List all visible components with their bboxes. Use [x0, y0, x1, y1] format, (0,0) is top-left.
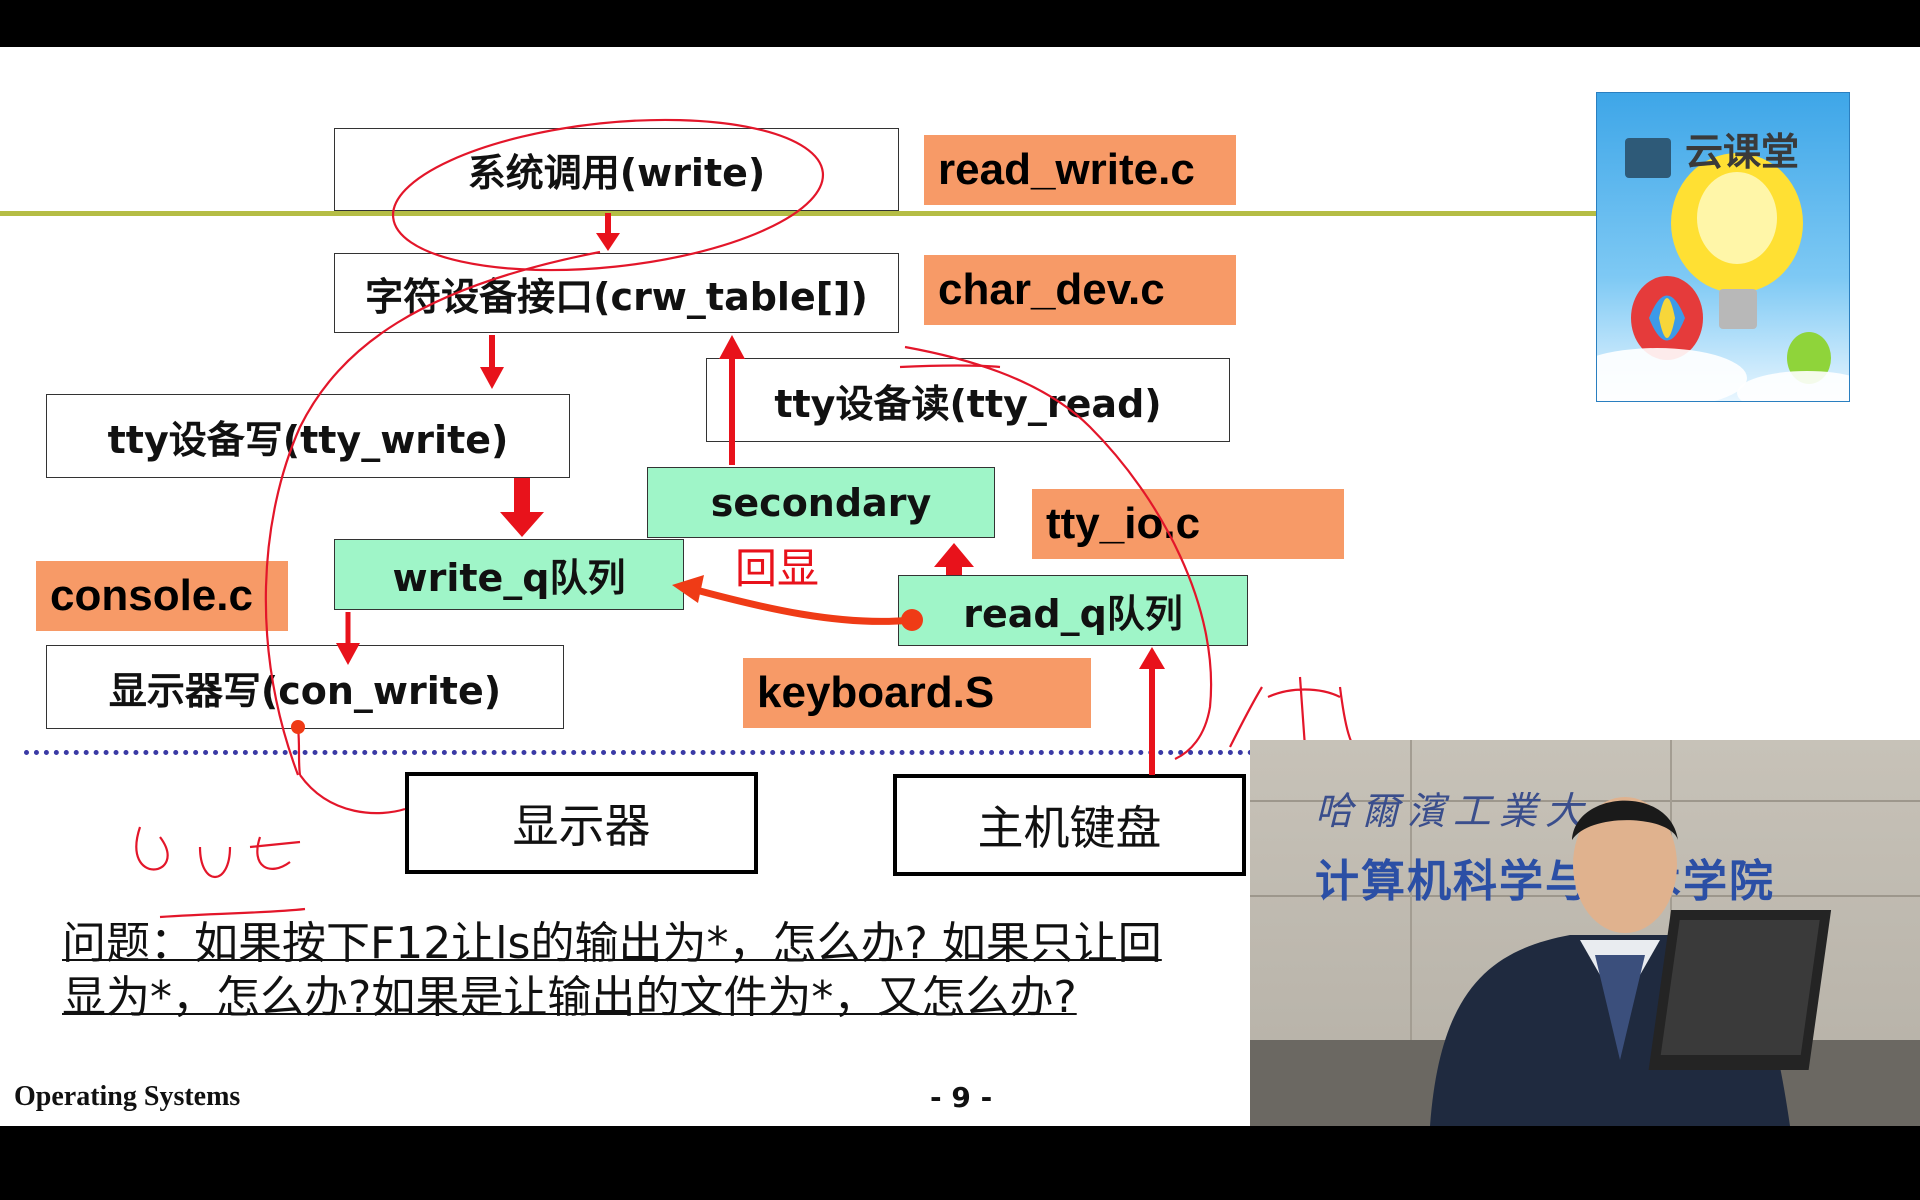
arrow-chardev-to-ttywrite	[480, 335, 504, 389]
question-line-2: 显为*，怎么办?如果是让输出的文件为*，又怎么办?	[62, 972, 1077, 1023]
arrow-ttywrite-to-writeq	[500, 478, 544, 537]
box-write-q: write_q队列	[334, 539, 684, 610]
lightbulb-balloon-icon	[1597, 138, 1849, 401]
instructor-figure	[1250, 797, 1920, 1126]
diagram-arrows: out 中断	[135, 118, 1363, 919]
box-tty-write: tty设备写(tty_write)	[46, 394, 570, 478]
file-label-char-dev: char_dev.c	[924, 255, 1236, 325]
arrow-keyboard-to-readq	[1139, 647, 1165, 775]
box-read-q: read_q队列	[898, 575, 1248, 646]
box-tty-read: tty设备读(tty_read)	[706, 358, 1230, 442]
echo-label: 回显	[735, 544, 820, 593]
video-sign-school: 哈爾濱工業大	[1315, 789, 1592, 833]
arrow-secondary-to-chardev	[719, 335, 745, 465]
handwritten-annotations	[135, 118, 1363, 919]
arrow-writeq-to-conwrite	[336, 612, 360, 665]
file-label-read-write: read_write.c	[924, 135, 1236, 205]
box-display: 显示器	[405, 772, 758, 874]
logo-text: 云课堂	[1685, 130, 1800, 174]
arrow-syscall-to-chardev	[596, 213, 620, 251]
box-syscall-write: 系统调用(write)	[334, 128, 899, 211]
video-sign-department: 计算机科学与技术学院	[1315, 856, 1775, 907]
file-label-keyboard-s: keyboard.S	[743, 658, 1091, 728]
hardware-divider	[24, 750, 1254, 755]
question-line-1: 问题：如果按下F12让ls的输出为*，怎么办? 如果只让回	[62, 918, 1162, 969]
file-label-tty-io: tty_io.c	[1032, 489, 1344, 559]
footer-page-number: - 9 -	[930, 1081, 993, 1114]
logo-yunketang: 云课堂	[1596, 92, 1850, 402]
box-keyboard: 主机键盘	[893, 774, 1246, 876]
footer-course-title: Operating Systems	[14, 1081, 241, 1112]
file-label-console: console.c	[36, 561, 288, 631]
arrow-readq-to-secondary	[934, 543, 974, 575]
arrow-echo-readq-to-writeq	[672, 575, 923, 631]
slide: 系统调用(write) 字符设备接口(crw_table[]) tty设备写(t…	[0, 47, 1920, 1126]
top-divider	[0, 211, 1600, 216]
box-con-write: 显示器写(con_write)	[46, 645, 564, 729]
box-secondary: secondary	[647, 467, 995, 538]
instructor-video: 哈爾濱工業大 计算机科学与技术学院	[1250, 740, 1920, 1126]
